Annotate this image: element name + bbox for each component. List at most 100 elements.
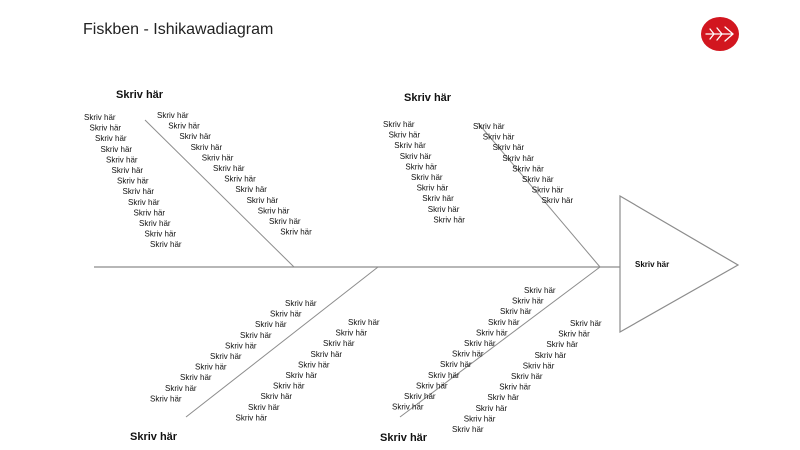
- cause-label: Skriv här: [433, 215, 465, 224]
- cause-label: Skriv här: [493, 143, 525, 152]
- cause-label: Skriv här: [524, 286, 556, 295]
- fish-arrow-logo-icon: [701, 17, 739, 51]
- cause-label: Skriv här: [483, 133, 515, 142]
- cause-label: Skriv här: [286, 371, 318, 380]
- head-label: Skriv här: [635, 260, 669, 269]
- cause-label: Skriv här: [523, 361, 555, 370]
- cause-label: Skriv här: [180, 373, 212, 382]
- cause-label: Skriv här: [389, 131, 421, 140]
- cause-label: Skriv här: [210, 352, 242, 361]
- cause-label: Skriv här: [128, 198, 160, 207]
- cause-label: Skriv här: [236, 413, 268, 422]
- cause-label: Skriv här: [298, 360, 330, 369]
- cause-label: Skriv här: [248, 403, 280, 412]
- cause-label: Skriv här: [323, 339, 355, 348]
- cause-label: Skriv här: [522, 175, 554, 184]
- cause-label: Skriv här: [428, 205, 460, 214]
- cause-label: Skriv här: [139, 219, 171, 228]
- cause-label: Skriv här: [311, 350, 343, 359]
- cause-label: Skriv här: [213, 164, 245, 173]
- bone-category-label: Skriv här: [130, 431, 178, 443]
- cause-label: Skriv här: [101, 145, 133, 154]
- bone-category-label: Skriv här: [404, 92, 452, 104]
- cause-label: Skriv här: [383, 120, 415, 129]
- cause-label: Skriv här: [394, 141, 426, 150]
- cause-label: Skriv här: [452, 350, 484, 359]
- cause-label: Skriv här: [117, 177, 149, 186]
- fish-head: [619, 194, 740, 334]
- cause-label: Skriv här: [240, 331, 272, 340]
- cause-label: Skriv här: [416, 381, 448, 390]
- cause-label: Skriv här: [285, 299, 317, 308]
- cause-label: Skriv här: [157, 111, 189, 120]
- cause-label: Skriv här: [570, 319, 602, 328]
- cause-label: Skriv här: [502, 154, 534, 163]
- cause-label: Skriv här: [499, 383, 531, 392]
- cause-label: Skriv här: [273, 382, 305, 391]
- cause-label: Skriv här: [404, 392, 436, 401]
- cause-label: Skriv här: [280, 228, 312, 237]
- bone-category-label: Skriv här: [380, 432, 428, 444]
- cause-label: Skriv här: [546, 340, 578, 349]
- cause-label: Skriv här: [464, 414, 496, 423]
- bone-top-right: [477, 122, 601, 268]
- cause-label: Skriv här: [112, 166, 144, 175]
- cause-label: Skriv här: [511, 372, 543, 381]
- cause-label: Skriv här: [90, 124, 122, 133]
- cause-label: Skriv här: [191, 143, 223, 152]
- cause-label: Skriv här: [195, 363, 227, 372]
- cause-label: Skriv här: [269, 217, 301, 226]
- cause-label: Skriv här: [258, 206, 290, 215]
- cause-label: Skriv här: [106, 155, 138, 164]
- cause-label: Skriv här: [476, 404, 508, 413]
- cause-label: Skriv här: [392, 403, 424, 412]
- cause-label: Skriv här: [261, 392, 293, 401]
- cause-label: Skriv här: [255, 320, 287, 329]
- cause-label: Skriv här: [417, 184, 449, 193]
- cause-label: Skriv här: [224, 175, 256, 184]
- cause-label: Skriv här: [452, 425, 484, 434]
- page-title: Fiskben - Ishikawadiagram: [83, 21, 274, 38]
- cause-label: Skriv här: [400, 152, 432, 161]
- cause-label: Skriv här: [84, 113, 116, 122]
- cause-label: Skriv här: [422, 194, 454, 203]
- bone-bottom-right: [399, 266, 601, 418]
- cause-label: Skriv här: [440, 360, 472, 369]
- cause-label: Skriv här: [123, 187, 155, 196]
- cause-label: Skriv här: [535, 351, 567, 360]
- bone-bottom-left: [185, 266, 379, 418]
- cause-label: Skriv här: [542, 196, 574, 205]
- cause-label: Skriv här: [464, 339, 496, 348]
- cause-label: Skriv här: [487, 393, 519, 402]
- cause-label: Skriv här: [532, 186, 564, 195]
- cause-label: Skriv här: [150, 394, 182, 403]
- cause-label: Skriv här: [225, 341, 257, 350]
- cause-label: Skriv här: [202, 153, 234, 162]
- cause-label: Skriv här: [348, 318, 380, 327]
- bone-top-left: [144, 119, 295, 268]
- cause-label: Skriv här: [179, 132, 211, 141]
- cause-label: Skriv här: [95, 134, 127, 143]
- cause-label: Skriv här: [500, 307, 532, 316]
- cause-label: Skriv här: [145, 230, 177, 239]
- cause-label: Skriv här: [476, 328, 508, 337]
- cause-label: Skriv här: [134, 208, 166, 217]
- cause-label: Skriv här: [488, 318, 520, 327]
- cause-label: Skriv här: [235, 185, 267, 194]
- cause-label: Skriv här: [473, 122, 505, 131]
- cause-label: Skriv här: [247, 196, 279, 205]
- cause-label: Skriv här: [512, 297, 544, 306]
- cause-label: Skriv här: [168, 122, 200, 131]
- cause-label: Skriv här: [336, 329, 368, 338]
- cause-label: Skriv här: [270, 310, 302, 319]
- cause-label: Skriv här: [150, 240, 182, 249]
- bone-category-label: Skriv här: [116, 89, 164, 101]
- cause-label: Skriv här: [411, 173, 443, 182]
- cause-label: Skriv här: [428, 371, 460, 380]
- cause-label: Skriv här: [558, 330, 590, 339]
- cause-label: Skriv här: [512, 164, 544, 173]
- cause-label: Skriv här: [165, 384, 197, 393]
- cause-label: Skriv här: [405, 162, 437, 171]
